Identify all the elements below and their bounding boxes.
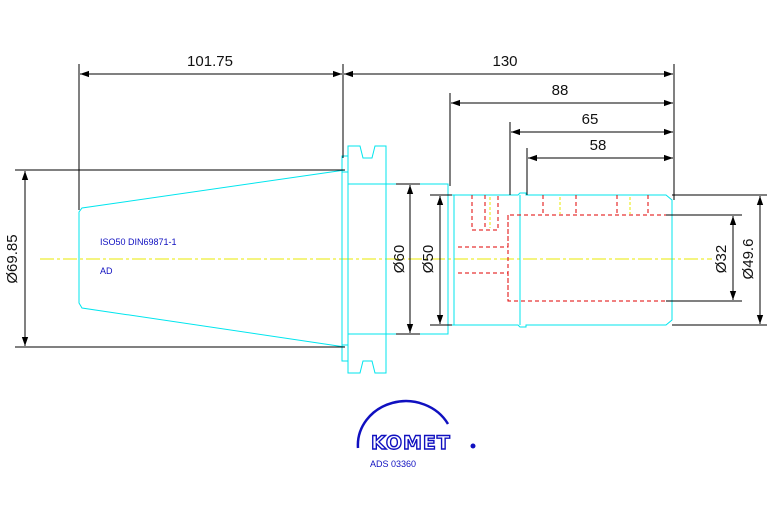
komet-logo: KOMET ADS 03360 [356,399,476,469]
dim-58: 58 [590,137,607,154]
part-number: ADS 03360 [370,459,416,469]
hidden-bore [458,195,666,302]
dim-130: 130 [492,53,517,70]
logo-brand: KOMET [371,432,451,454]
dim-dia-60: Ø60 [391,245,408,273]
extension-lines [15,64,767,348]
dim-dia-69-85: Ø69.85 [4,234,21,283]
dim-65: 65 [582,111,599,128]
dimension-lines [21,70,764,346]
dim-dia-49-6: Ø49.6 [740,239,757,280]
variant-note: AD [100,266,113,276]
dim-dia-32: Ø32 [713,245,730,273]
logo-dot [470,443,476,449]
logo-arc [356,399,450,449]
dim-dia-50: Ø50 [420,245,437,273]
hidden-threads [489,197,631,228]
standard-note: ISO50 DIN69871-1 [100,237,177,247]
dim-88: 88 [552,82,569,99]
dim-101-75: 101.75 [187,53,233,70]
